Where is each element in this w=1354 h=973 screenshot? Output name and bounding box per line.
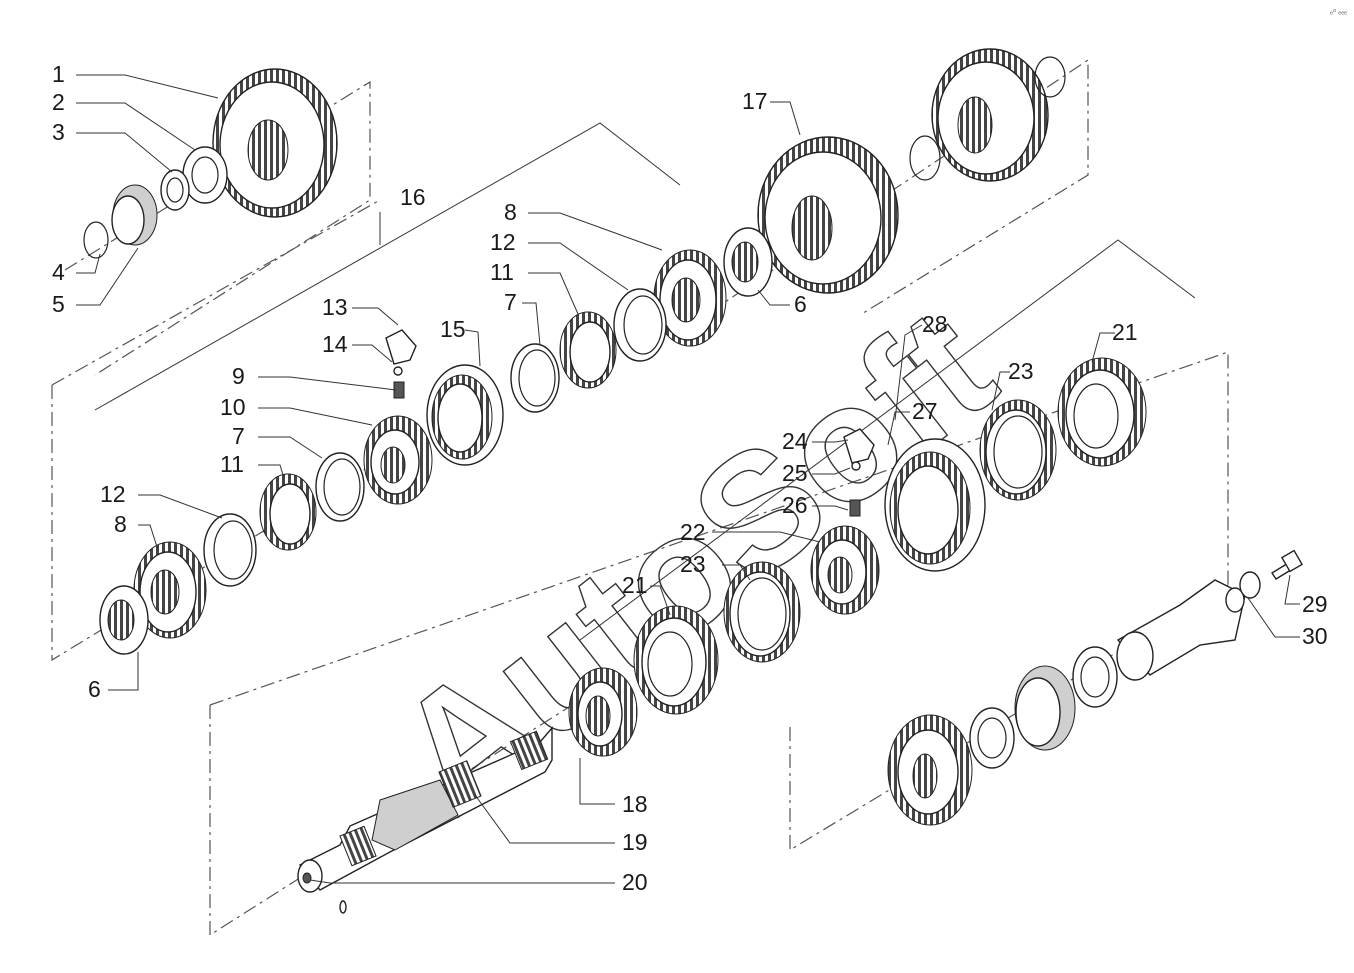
- part-15-sleeve: [426, 364, 504, 466]
- callout-12-lower: 12: [100, 481, 126, 507]
- callouts: 1 2 3 4 5 6 6 7 7 8 8 9 10 11 11 12 12 1…: [52, 61, 1328, 895]
- lower-right-washer: [969, 707, 1015, 769]
- part-17-gear: [757, 136, 899, 294]
- callout-11-lower: 11: [220, 451, 244, 477]
- upper-right-snap-ring: [909, 56, 1066, 181]
- callout-16: 16: [400, 184, 426, 210]
- callout-9: 9: [232, 363, 245, 389]
- part-1-gear: [212, 68, 338, 218]
- lower-right-seal: [1072, 646, 1118, 708]
- leader-lines: [76, 74, 1300, 884]
- callout-29: 29: [1302, 591, 1328, 617]
- callout-7-lower: 7: [232, 423, 245, 449]
- lower-right-gear: [887, 714, 973, 826]
- callout-13: 13: [322, 294, 348, 320]
- callout-23-lower: 23: [680, 551, 706, 577]
- part-6-washer-lower: [99, 585, 149, 655]
- part-11-ring-lower: [259, 473, 317, 551]
- part-21-gear-lower: [633, 605, 719, 715]
- callout-8-lower: 8: [114, 511, 127, 537]
- part-12-ring-lower: [203, 513, 257, 587]
- callout-21-lower: 21: [622, 572, 648, 598]
- part-27-sleeve: [884, 438, 986, 572]
- part-13-14-9-detent: [385, 329, 417, 399]
- callout-10: 10: [220, 394, 246, 420]
- callout-7-upper: 7: [504, 289, 517, 315]
- part-23-ring-upper: [979, 399, 1057, 501]
- part-20-pin: [339, 900, 347, 914]
- part-12-ring-upper: [613, 288, 667, 362]
- callout-12-upper: 12: [490, 229, 516, 255]
- callout-17: 17: [742, 88, 768, 114]
- part-11-ring-upper: [559, 311, 617, 389]
- callout-18: 18: [622, 791, 648, 817]
- part-7-ring-lower: [315, 452, 365, 522]
- part-22-hub: [810, 525, 880, 615]
- callout-6-upper: 6: [794, 291, 807, 317]
- part-4-circlip: [83, 221, 109, 259]
- callout-28: 28: [922, 311, 948, 337]
- callout-21-upper: 21: [1112, 319, 1138, 345]
- part-23-ring-lower: [723, 561, 801, 663]
- callout-25: 25: [782, 460, 808, 486]
- callout-8-upper: 8: [504, 199, 517, 225]
- part-21-gear-upper: [1057, 357, 1147, 467]
- part-8-hub-upper: [653, 249, 727, 347]
- callout-6-lower: 6: [88, 676, 101, 702]
- corner-mark: ₑᵒ ₑₑₑ: [1330, 7, 1347, 16]
- callout-27: 27: [912, 398, 938, 424]
- callout-15: 15: [440, 316, 466, 342]
- callout-1: 1: [52, 61, 65, 87]
- callout-30: 30: [1302, 623, 1328, 649]
- part-19-shaft: [297, 726, 553, 893]
- callout-20: 20: [622, 869, 648, 895]
- part-18-gear: [568, 667, 638, 757]
- upper-right-gear: [931, 48, 1049, 182]
- part-8-hub-lower: [133, 541, 207, 639]
- callout-22: 22: [680, 519, 706, 545]
- callout-14: 14: [322, 331, 348, 357]
- callout-5: 5: [52, 291, 65, 317]
- callout-23-upper: 23: [1008, 358, 1034, 384]
- part-6-washer-upper: [723, 227, 773, 297]
- part-10-hub: [363, 415, 433, 505]
- callout-24: 24: [782, 428, 808, 454]
- callout-19: 19: [622, 829, 648, 855]
- part-29-bolt: [1271, 549, 1304, 580]
- part-5-bearing: [111, 184, 158, 246]
- callout-11-upper: 11: [490, 259, 514, 285]
- callout-26: 26: [782, 492, 808, 518]
- lower-right-bearing: [1014, 665, 1076, 751]
- callout-2: 2: [52, 89, 65, 115]
- output-flange-yoke: [1116, 579, 1246, 681]
- callout-3: 3: [52, 119, 65, 145]
- part-3-washer: [160, 169, 190, 211]
- callout-4: 4: [52, 259, 65, 285]
- part-24-25-26-detent: [843, 428, 875, 517]
- part-30-washer: [1225, 571, 1261, 613]
- part-7-ring-upper: [510, 343, 560, 413]
- part-2-washer: [182, 146, 228, 204]
